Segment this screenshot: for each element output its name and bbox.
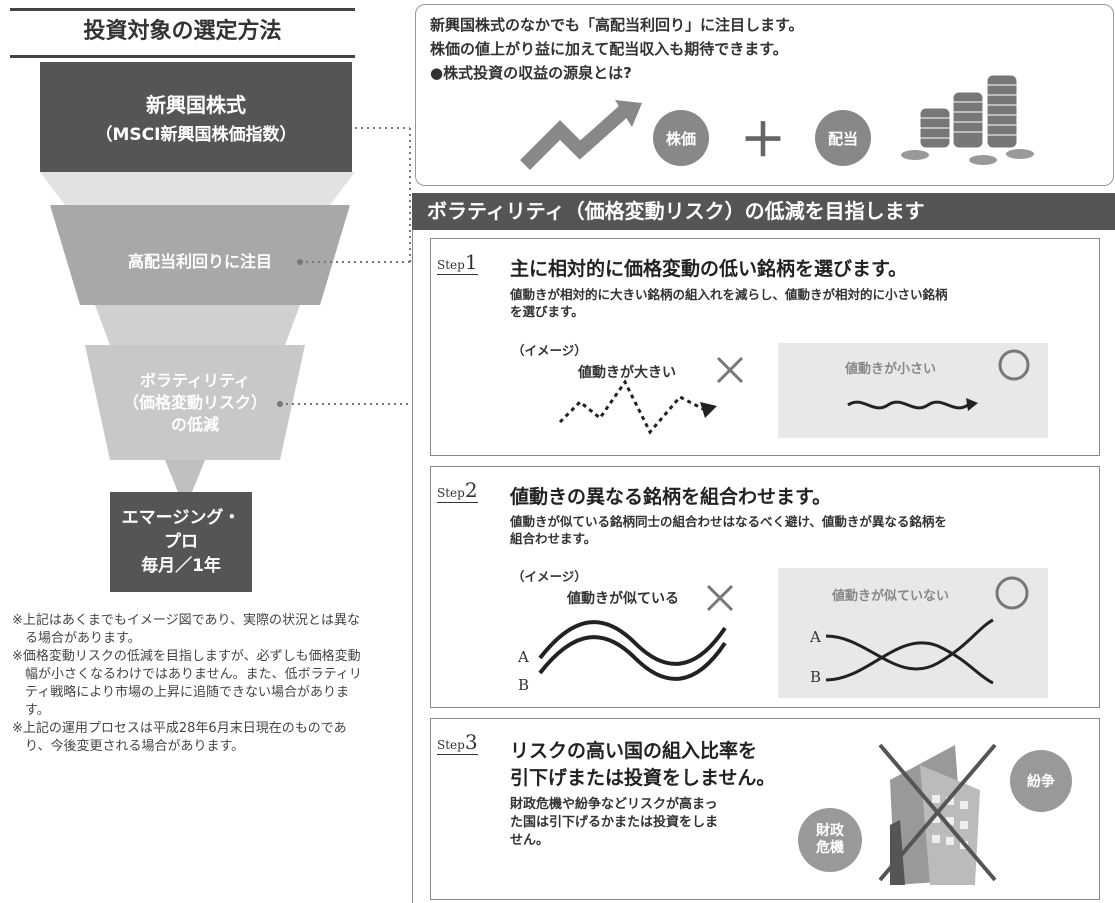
note-1: ※上記はあくまでもイメージ図であり、実際の状況とは異なる場合があります。	[12, 613, 360, 646]
funnel-level-3: ボラティリティ （価格変動リスク） の低減	[110, 360, 280, 445]
step-2-label: Step	[437, 486, 465, 500]
circle-icon	[998, 349, 1030, 381]
step-2-similar-graphic	[538, 584, 734, 681]
step-3-desc: 財政危機や紛争などリスクが高まっ た国は引下げるかまたは投資をしま せん。	[510, 796, 718, 850]
funnel-level-4-line1: エマージング・	[121, 508, 241, 528]
step-1-label: Step	[437, 258, 465, 272]
step-3-label: Step	[437, 738, 465, 752]
funnel-level-2-shape	[50, 205, 350, 305]
dividend-circle: 配当	[815, 110, 871, 166]
rising-arrow-icon	[520, 100, 642, 170]
funnel-level-4-line2: プロ	[164, 532, 198, 552]
fiscal-crisis-circle: 財政 危機	[798, 808, 862, 872]
note-2: ※価格変動リスクの低減を目指しますが、必ずしも価格変動幅が小さくなるわけではあり…	[12, 649, 362, 718]
stock-price-circle: 株価	[653, 110, 709, 166]
volatility-frame	[412, 230, 1115, 903]
funnel-connector-2	[95, 305, 300, 345]
dividend-line-2: 株価の値上がり益に加えて配当収入も期待できます。	[430, 40, 788, 58]
cross-icon	[716, 356, 744, 384]
step-3-title-2: 引下げまたは投資をしません。	[510, 767, 776, 789]
step-2-good-panel	[778, 568, 1048, 698]
step-2-box	[430, 466, 1100, 708]
step-2-line-b-right: B	[810, 668, 822, 686]
step-1-volatile-graphic	[558, 356, 744, 435]
step-3-title-1: リスクの高い国の組入比率を	[510, 740, 758, 762]
step-2-desc-2: 組合わせます。	[510, 531, 597, 546]
step-2-bad-label: 値動きが似ている	[567, 591, 679, 607]
step-2-num: 2	[464, 478, 478, 502]
step-1-bad-label: 値動きが大きい	[578, 365, 676, 381]
funnel-level-3-line3: の低減	[170, 414, 219, 434]
step-3-desc-3: せん。	[510, 833, 550, 848]
dividend-box	[415, 4, 1114, 186]
funnel-graphic	[40, 127, 411, 492]
funnel-level-3-shape	[85, 345, 305, 460]
step-2-good-label: 値動きが似ていない	[832, 589, 950, 604]
step-2-title: 値動きの異なる銘柄を組合わせます。	[510, 486, 832, 508]
note-3: ※上記の運用プロセスは平成28年6月末日現在のものであり、今後変更される場合があ…	[12, 721, 347, 754]
step-1-desc-2: を選びます。	[510, 304, 584, 319]
step-3-box	[430, 718, 1100, 900]
funnel-connector-3	[165, 460, 205, 492]
step-3-desc-1: 財政危機や紛争などリスクが高まっ	[510, 797, 718, 812]
step-2-line-a-left: A	[518, 648, 529, 666]
fiscal-crisis-line2: 危機	[816, 840, 844, 856]
funnel-connector-1	[40, 172, 355, 205]
step-2-desc-1: 値動きが似ている銘柄同士の組合わせはなるべく避け、値動きが異なる銘柄を	[510, 514, 947, 529]
page-title: 投資対象の選定方法	[10, 8, 355, 58]
funnel-level-4: エマージング・ プロ 毎月／1年	[110, 492, 252, 592]
coin-stacks-icon	[901, 74, 1034, 165]
step-1-stable-graphic	[847, 349, 1030, 411]
step-2-number: Step2	[437, 478, 478, 503]
step-1-image-label: （イメージ）	[512, 343, 587, 358]
cross-icon	[706, 584, 734, 612]
step-2-line-a-right: A	[810, 628, 821, 646]
funnel-level-3-line2: （価格変動リスク）	[122, 392, 267, 412]
dividend-line-1: 新興国株式のなかでも「高配当利回り」に注目します。	[430, 16, 804, 34]
dividend-line-3: ●株式投資の収益の源泉とは?	[430, 64, 632, 82]
step-1-title: 主に相対的に価格変動の低い銘柄を選びます。	[510, 258, 908, 280]
circle-icon	[995, 576, 1029, 610]
funnel-level-3-line1: ボラティリティ	[139, 370, 251, 390]
plus-icon: ＋	[740, 113, 786, 167]
notes: ※上記はあくまでもイメージ図であり、実際の状況とは異なる場合があります。 ※価格…	[12, 612, 362, 756]
step-2-different-graphic	[825, 576, 1029, 685]
step-1-desc-1: 値動きが相対的に大きい銘柄の組入れを減らし、値動きが相対的に小さい銘柄	[510, 287, 948, 302]
step-1-num: 1	[464, 250, 478, 274]
step-2-line-b-left: B	[518, 676, 530, 694]
funnel-level-1-line2: （MSCI新興国株価指数）	[95, 125, 297, 145]
volatility-heading: ボラティリティ（価格変動リスク）の低減を目指します	[412, 193, 1115, 230]
step-2-image-label: （イメージ）	[512, 569, 587, 584]
crossed-building-icon	[878, 743, 997, 885]
funnel-level-1-line1: 新興国株式	[146, 93, 246, 117]
step-3-num: 3	[464, 730, 478, 754]
step-1-good-label: 値動きが小さい	[845, 362, 937, 377]
funnel-level-4-line3: 毎月／1年	[141, 556, 221, 576]
fiscal-crisis-line1: 財政	[816, 823, 844, 839]
connector-dot-1	[297, 259, 303, 265]
funnel-level-2: 高配当利回りに注目	[127, 252, 272, 271]
step-1-box	[430, 238, 1100, 456]
funnel-level-1: 新興国株式 （MSCI新興国株価指数）	[40, 62, 352, 172]
step-3-number: Step3	[437, 730, 478, 755]
conflict-circle: 紛争	[1010, 750, 1072, 812]
step-3-desc-2: た国は引下げるかまたは投資をしま	[510, 815, 719, 830]
connector-dot-2	[277, 401, 283, 407]
step-1-number: Step1	[437, 250, 478, 275]
